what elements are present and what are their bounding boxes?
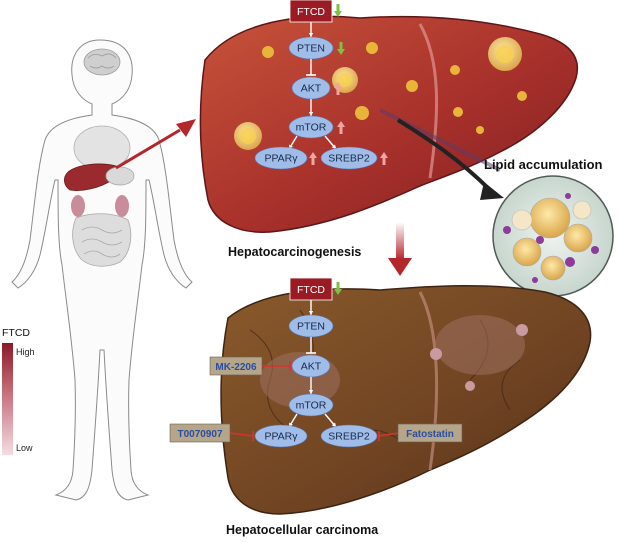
tumor-liver-illustration [220, 284, 592, 515]
bottom-mtor-node [288, 393, 334, 417]
kidney-right-icon [115, 195, 129, 217]
top-ftcd-down-arrow [334, 4, 342, 17]
brain-icon [83, 48, 121, 76]
bottom-ppar-node-label: PPARγ [264, 431, 298, 443]
top-pathway: FTCD PTEN AKT mTOR PPARγ SREBP2 [254, 0, 388, 170]
caption-lipid-accumulation: Lipid accumulation [484, 157, 603, 172]
caption-hepatocellular-carcinoma: Hepatocellular carcinoma [226, 523, 379, 537]
top-ftcd-box-label: FTCD [297, 6, 325, 18]
bottom-akt-node-label: AKT [301, 361, 322, 373]
legend-low-label: Low [16, 443, 33, 453]
lipid-arrow [396, 118, 492, 192]
inhibitor-mk2206-label: MK-2206 [215, 362, 257, 373]
top-ppar-up-arrow [309, 152, 317, 165]
intestines-icon [72, 213, 132, 267]
top-mtor-up-arrow [337, 121, 345, 134]
legend-title: FTCD [2, 327, 30, 339]
inhibitor-t0070907-label: T0070907 [177, 429, 222, 440]
inhibitor-fatostatin-label: Fatostatin [406, 429, 454, 440]
top-srebp2-node-label: SREBP2 [328, 153, 370, 165]
top-srebp2-node [320, 146, 378, 170]
fat-nodules-top [234, 37, 527, 150]
bottom-mtor-node-label: mTOR [296, 400, 327, 412]
body-outline [11, 39, 193, 501]
kidney-left-icon [71, 195, 85, 217]
legend-high-label: High [16, 347, 35, 357]
top-ppar-node [254, 146, 308, 170]
top-akt-node-label: AKT [301, 83, 322, 95]
top-mtor-node [288, 115, 334, 139]
caption-hepatocarcinogenesis: Hepatocarcinogenesis [228, 245, 362, 259]
top-srebp2-up-arrow [380, 152, 388, 165]
healthy-liver-illustration [199, 15, 579, 233]
human-body-figure [11, 39, 193, 501]
top-akt-up-arrow [334, 82, 342, 95]
legend-gradient-bar [2, 343, 13, 455]
inhibitor-t0070907-inhibit-line [229, 432, 254, 437]
top-ppar-node-label: PPARγ [264, 153, 298, 165]
bottom-ftcd-down-arrow [334, 282, 342, 295]
inhibitor-fatostatin-inhibit-line [378, 432, 399, 437]
progression-arrow [388, 222, 412, 276]
stomach-icon [105, 166, 135, 186]
top-pten-node-label: PTEN [297, 43, 325, 55]
bottom-ppar-node [254, 424, 308, 448]
bottom-pathway: FTCD PTEN AKT mTOR PPARγ SREBP2 MK-2206T007090… [169, 277, 463, 448]
bottom-ftcd-box-label: FTCD [297, 284, 325, 296]
top-pten-down-arrow [337, 42, 345, 55]
lipid-droplet-micrograph [492, 175, 614, 297]
bottom-srebp2-node-label: SREBP2 [328, 431, 370, 443]
bottom-srebp2-node [320, 424, 378, 448]
bottom-pten-node-label: PTEN [297, 321, 325, 333]
body-to-liver-arrow [115, 128, 181, 170]
top-mtor-node-label: mTOR [296, 122, 327, 134]
